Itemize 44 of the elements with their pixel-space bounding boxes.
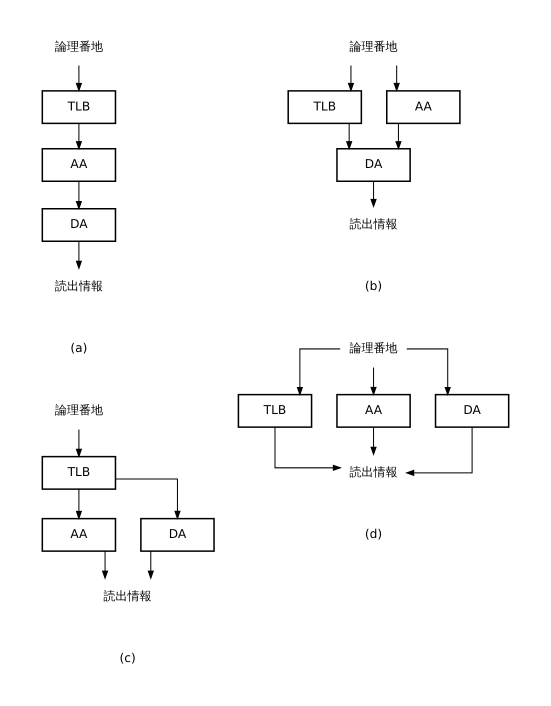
arrow xyxy=(76,181,82,210)
arrow xyxy=(346,124,352,150)
arrow xyxy=(393,65,400,92)
node-box: AA xyxy=(336,394,411,428)
arrow xyxy=(148,551,154,580)
arrow xyxy=(76,430,82,458)
node-box: TLB xyxy=(238,394,312,428)
node-box: DA xyxy=(434,394,510,428)
arrow xyxy=(370,181,377,208)
arrow xyxy=(76,241,82,270)
arrow xyxy=(116,478,181,520)
node-box: AA xyxy=(42,518,116,552)
arrow xyxy=(395,124,402,150)
node-text: 論理番地 xyxy=(350,341,398,356)
arrow xyxy=(370,427,377,456)
node-box: AA xyxy=(386,90,461,124)
label: (c) xyxy=(120,650,136,665)
arrow xyxy=(76,124,82,150)
node-text: 読出情報 xyxy=(104,588,152,603)
label: (b) xyxy=(364,279,382,294)
arrow xyxy=(405,427,473,476)
node-box: TLB xyxy=(42,456,116,490)
node-box: DA xyxy=(42,208,116,242)
node-box: DA xyxy=(336,148,411,182)
node-text: 読出情報 xyxy=(350,217,398,232)
label: (a) xyxy=(70,341,88,356)
arrow xyxy=(76,65,82,92)
node-text: 論理番地 xyxy=(54,403,103,418)
node-text: 読出情報 xyxy=(350,465,398,480)
arrow xyxy=(348,65,354,92)
arrow xyxy=(274,427,342,472)
node-box: AA xyxy=(42,148,116,182)
node-box: TLB xyxy=(42,90,116,124)
node-box: DA xyxy=(140,518,215,552)
arrow xyxy=(370,368,377,396)
label: (d) xyxy=(364,527,382,542)
arrow xyxy=(296,348,340,396)
arrow xyxy=(406,348,451,396)
node-text: 論理番地 xyxy=(350,39,398,54)
node-text: 読出情報 xyxy=(54,279,103,294)
arrow xyxy=(102,551,108,580)
node-box: TLB xyxy=(287,90,362,124)
node-text: 論理番地 xyxy=(54,39,103,54)
arrow xyxy=(76,489,82,520)
